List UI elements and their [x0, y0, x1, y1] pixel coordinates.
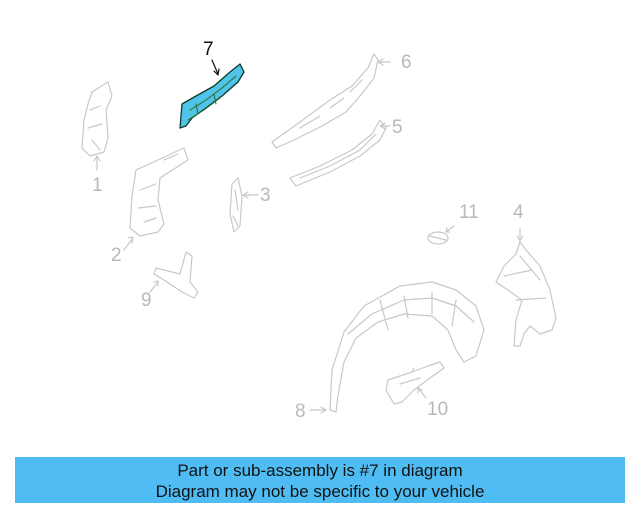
part-10-bracket[interactable] — [385, 361, 445, 405]
part-9-bracket[interactable] — [149, 251, 199, 299]
parts-diagram: 7 6 5 1 3 11 4 2 9 8 10 — [81, 39, 557, 422]
banner-line-2: Diagram may not be specific to your vehi… — [155, 482, 485, 501]
callout-3[interactable]: 3 — [260, 185, 271, 206]
callout-8[interactable]: 8 — [295, 401, 306, 422]
part-4-panel[interactable] — [495, 227, 557, 347]
part-3-plate[interactable] — [229, 177, 259, 233]
part-8-wheelhouse[interactable] — [309, 281, 485, 414]
callout-5[interactable]: 5 — [392, 117, 403, 138]
part-11-plug[interactable] — [427, 225, 455, 245]
part-1-pillar[interactable] — [81, 81, 113, 171]
callout-4[interactable]: 4 — [513, 202, 524, 223]
part-6-rail[interactable] — [271, 53, 391, 149]
callout-2[interactable]: 2 — [111, 245, 122, 266]
part-2-bracket[interactable] — [123, 147, 189, 251]
part-7-highlighted[interactable] — [179, 59, 245, 129]
part-5-cowl[interactable] — [289, 119, 391, 187]
diagram-drawing — [81, 53, 557, 414]
callout-11[interactable]: 11 — [459, 202, 479, 223]
callout-6[interactable]: 6 — [401, 52, 412, 73]
callout-10[interactable]: 10 — [427, 399, 449, 420]
callout-9[interactable]: 9 — [141, 290, 152, 311]
callout-1[interactable]: 1 — [92, 175, 103, 196]
banner-line-1: Part or sub-assembly is #7 in diagram — [177, 461, 463, 480]
info-banner: Part or sub-assembly is #7 in diagram Di… — [15, 457, 625, 503]
callout-7[interactable]: 7 — [203, 39, 214, 60]
